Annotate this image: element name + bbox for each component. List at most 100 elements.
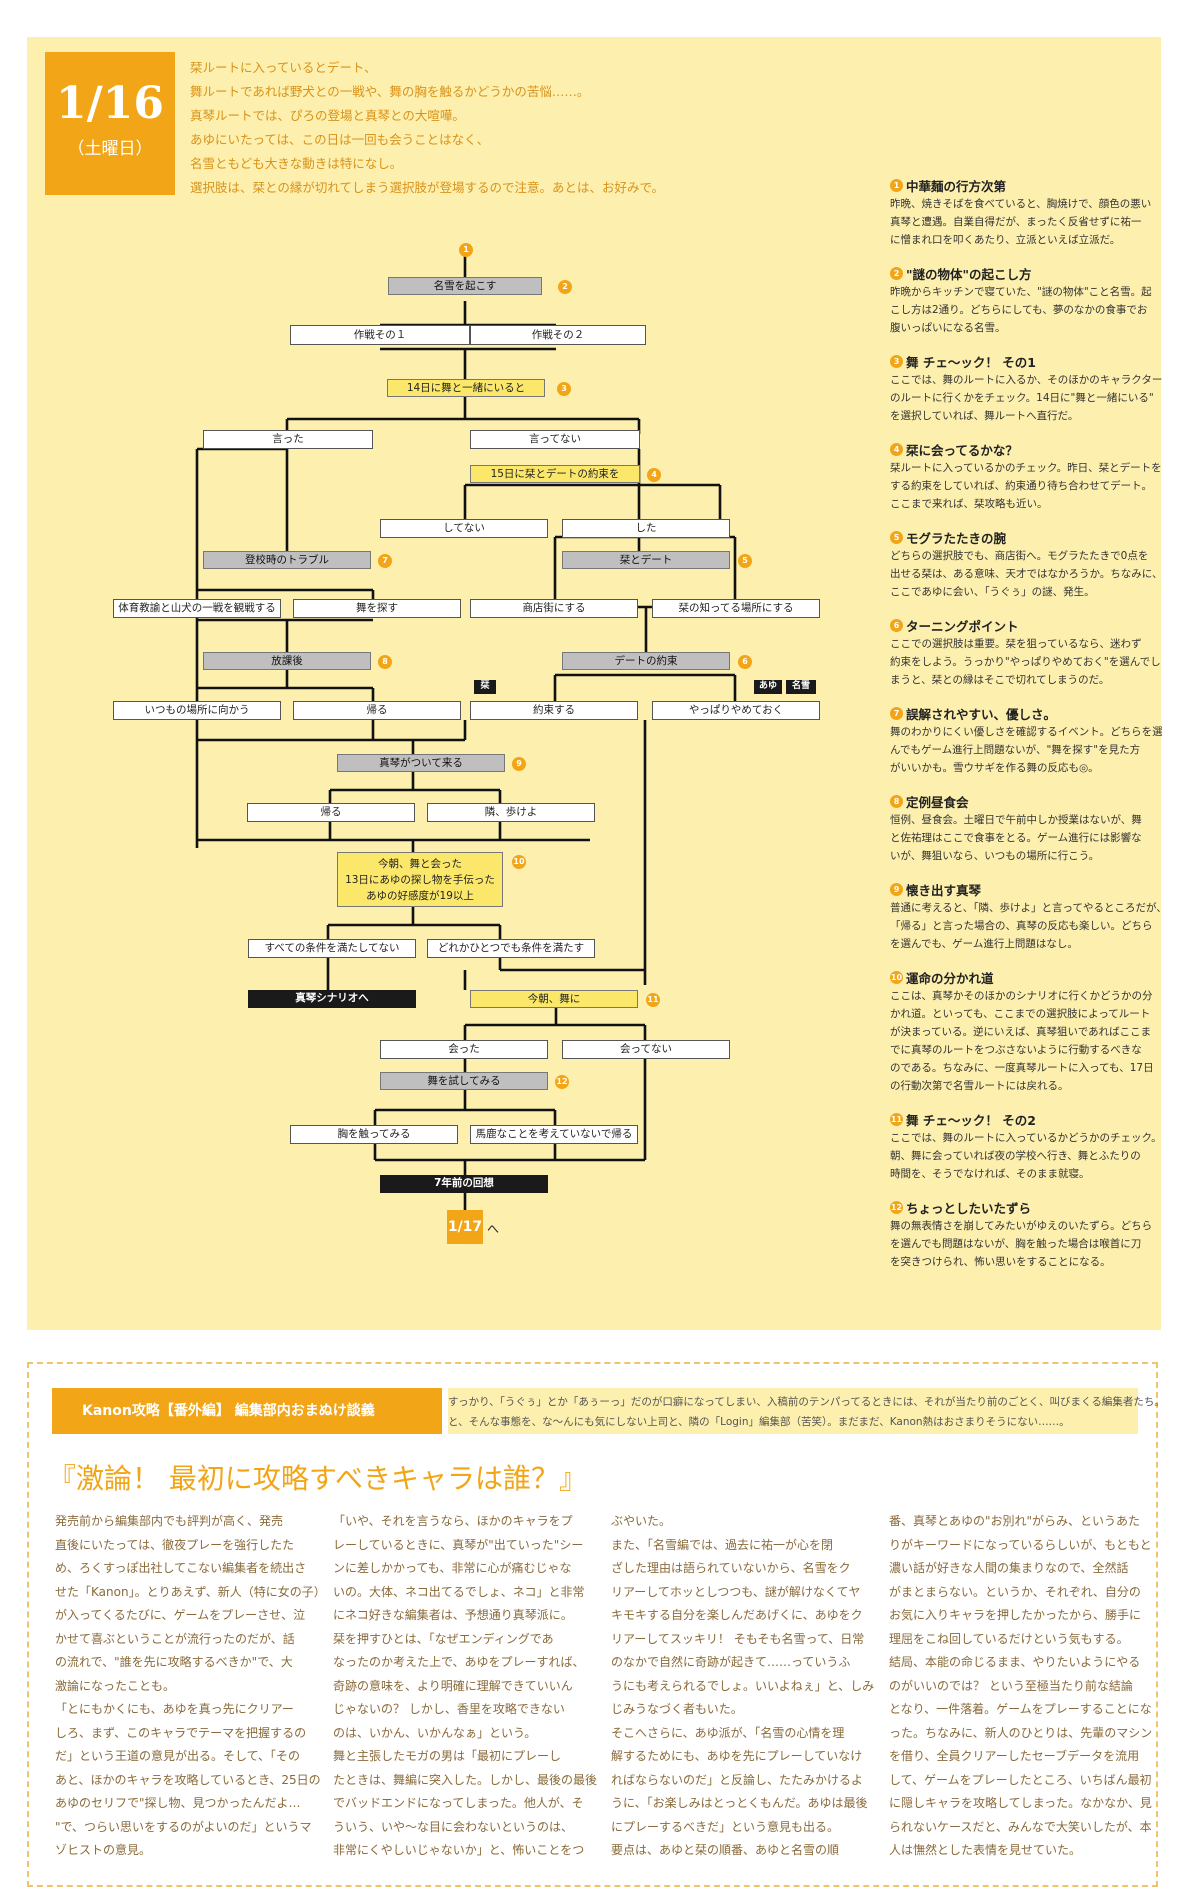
note-title-text: 中華麺の行方次第 (906, 179, 1007, 194)
note-body-line: 普通に考えると、「隣、歩けよ」と言ってやるところだが、 (890, 902, 1167, 914)
article-line: め、ろくすっぽ出社してこない編集者を続出さ (55, 1561, 307, 1575)
article-line: せた「Kanon」。とりあえず、新人（特に女の子） (55, 1584, 326, 1599)
lower-header: Kanon攻略【番外編】 編集部内おまぬけ談義 (52, 1388, 442, 1434)
article-line: 結局、本能の命じるまま、やりたいようにやる (889, 1655, 1141, 1669)
note-body-line: どちらの選択肢でも、商店街へ。モグラたたきで0点を (890, 550, 1149, 562)
article-line: 要点は、あゆと栞の順番、あゆと名雪の順 (611, 1843, 840, 1857)
note-body-line: 真琴と遭遇。自業自得だが、まったく反省せずに祐一 (890, 216, 1142, 228)
note-body-line: んでもゲーム進行上問題ないが、"舞を探す"を見た方 (890, 744, 1141, 756)
article-line: のなかで自然に奇跡が起きて……っていうふ (611, 1655, 851, 1669)
article-line: られないケースだと、みんなで大笑いしたが、本 (889, 1819, 1152, 1834)
date-weekday: （土曜日） (67, 139, 153, 159)
article-line: キモキする自分を楽しんだあげくに、あゆをク (611, 1608, 863, 1622)
article-line: 非常にくやしいじゃないか」と、怖いことをつ (333, 1843, 585, 1857)
article-line: ンに差しかかっても、非常に心が痛むじゃな (333, 1561, 572, 1575)
article-line: ざした理由は語られていないから、名雪をク (611, 1561, 851, 1575)
article-line: かせて喜ぶということが流行ったのだが、話 (55, 1631, 295, 1646)
note-title-text: 誤解されやすい、優しさ。 (906, 707, 1057, 722)
article-line: のは、いかん、いかんなぁ」という。 (333, 1725, 537, 1740)
note-body-line: する約束をしていれば、約束通り待ち合わせてデート。 (890, 480, 1152, 492)
article-line: りがキーワードになっているらしいが、もともと (889, 1537, 1152, 1552)
note-body: ここでは、舞のルートに入るか、そのほかのキャラクターのルートに行くかをチェック。… (890, 371, 1162, 425)
note-body-line: ここは、真琴かそのほかのシナリオに行くかどうかの分 (890, 990, 1153, 1002)
note-number-badge: 7 (890, 707, 903, 720)
note-body-line: を選んでも、ゲーム進行上問題はなし。 (890, 938, 1078, 950)
article-line: リアーしてスッキリ！ そもそも名雪って、日常 (611, 1631, 865, 1646)
note-number-badge: 12 (890, 1201, 903, 1214)
article-line: 発売前から編集部内でも評判が高く、発売 (55, 1514, 284, 1528)
note-body-line: 出せる栞は、ある意味、天才ではなかろうか。ちなみに、 (890, 568, 1163, 580)
note-title: 2"謎の物体"の起こし方 (890, 264, 1152, 283)
note-body: 普通に考えると、「隣、歩けよ」と言ってやるところだが、「帰る」と言った場合の、真… (890, 899, 1167, 953)
article-line: 奇跡の意味を、より明確に理解できていいん (333, 1678, 573, 1693)
article-line: じみうなづく者もいた。 (611, 1702, 743, 1716)
intro-text: 栞ルートに入っているとデート、 舞ルートであれば野犬との一戦や、舞の胸を触るかど… (190, 56, 710, 200)
article-line: "で、つらい思いをするのがよいのだ」というマ (55, 1819, 312, 1834)
note-body-line: 昨晩からキッチンで寝ていた、"謎の物体"こと名雪。起 (890, 286, 1152, 298)
note-title-text: 舞 チェ～ック！ その2 (906, 1113, 1036, 1128)
article-line: 激論になったことも。 (55, 1678, 176, 1693)
note-body-line: が決まっている。逆にいえば、真琴狙いであればここま (890, 1026, 1152, 1038)
note-body-line: ここでの選択肢は重要。栞を狙っているなら、迷わず (890, 638, 1142, 650)
article-line: 舞と主張したモガの男は「最初にプレーし (333, 1749, 562, 1763)
note-body-line: まうと、栞との縁はそこで切れてしまうのだ。 (890, 674, 1110, 686)
note-number-badge: 6 (890, 619, 903, 632)
article-line: そこへさらに、あゆ派が、「名雪の心情を理 (611, 1725, 845, 1740)
article-line: うに、「お楽しみはとっとくもんだ。あゆは最後 (611, 1796, 868, 1810)
article-line: を借り、全員クリアーしたセーブデータを流用 (889, 1749, 1140, 1763)
note-title-text: 舞 チェ～ック！ その1 (906, 355, 1036, 370)
note-body-line: 時間を、そうでなければ、そのまま就寝。 (890, 1168, 1090, 1180)
note-body: 恒例、昼食会。土曜日で午前中しか授業はないが、舞と佐祐理はここで食事をとる。ゲー… (890, 811, 1152, 865)
note-number-badge: 10 (890, 971, 903, 984)
note-body-line: 昨晩、焼きそばを食べていると、胸焼けで、顔色の悪い (890, 198, 1152, 210)
note-body-line: に憎まれ口を叩くあたり、立派といえば立派だ。 (890, 234, 1121, 246)
note-number-badge: 2 (890, 267, 903, 280)
note-body: ここは、真琴かそのほかのシナリオに行くかどうかの分かれ道。といっても、ここまでの… (890, 987, 1154, 1095)
article-column: 発売前から編集部内でも評判が高く、発売直後にいたっては、徹夜プレーを強行したため… (55, 1510, 326, 1863)
note-title-text: 定例昼食会 (906, 795, 969, 810)
article-line: のがいいのでは？ という至極当たり前な結論 (889, 1678, 1133, 1693)
article-line: った。ちなみに、新人のひとりは、先輩のマシン (889, 1725, 1153, 1740)
note-body: ここでは、舞のルートに入っているかどうかのチェック。朝、舞に会っていれば夜の学校… (890, 1129, 1162, 1183)
lower-section (27, 1362, 1158, 1887)
note-body-line: ここまで来れば、栞攻略も近い。 (890, 498, 1048, 510)
note-body: 昨晩、焼きそばを食べていると、胸焼けで、顔色の悪い真琴と遭遇。自業自得だが、まっ… (890, 195, 1152, 249)
note-body: 昨晩からキッチンで寝ていた、"謎の物体"こと名雪。起こし方は2通り。どちらにして… (890, 283, 1152, 337)
note-number-badge: 9 (890, 883, 903, 896)
article-line: レーしているときに、真琴が"出ていった"シー (333, 1537, 584, 1552)
lower-lead-line: と、そんな事態を、な～んにも気にしない上司と、隣の「Login」編集部（苦笑）。… (448, 1416, 1070, 1428)
note-body-line: を選択していれば、舞ルートへ直行だ。 (890, 410, 1079, 422)
article-line: でバッドエンドになってしまった。他人が、そ (333, 1796, 584, 1810)
article-line: ゾヒストの意見。 (55, 1843, 152, 1857)
article-line: 「とにもかくにも、あゆを真っ先にクリアー (55, 1702, 294, 1716)
note-number-badge: 5 (890, 531, 903, 544)
article-line: にネコ好きな編集者は、予想通り真琴派に。 (333, 1608, 573, 1622)
note-body-line: ここでは、舞のルートに入っているかどうかのチェック。 (890, 1132, 1162, 1144)
note-number-badge: 3 (890, 355, 903, 368)
article-line: ればならないのだ」と反論し、たたみかけるよ (611, 1772, 864, 1787)
note-body: 舞の無表情さを崩してみたいがゆえのいたずら。どちらを選んでも問題はないが、胸を触… (890, 1217, 1152, 1271)
intro-line: 名雪ともども大きな動きは特になし。 (190, 156, 403, 171)
article-line: リアーしてホッとしつつも、謎が解けなくてヤ (611, 1584, 861, 1599)
note-body-line: 約束をしよう。うっかり"やっぱりやめておく"を選んでし (890, 656, 1161, 668)
article-line: あと、ほかのキャラを攻略しているとき、25日の (55, 1772, 321, 1787)
article-line: 理屈をこね回しているだけという気もする。 (889, 1631, 1129, 1646)
note-body: ここでの選択肢は重要。栞を狙っているなら、迷わず約束をしよう。うっかり"やっぱり… (890, 635, 1161, 689)
article-line: 番、真琴とあゆの"お別れ"がらみ、というあた (889, 1514, 1141, 1528)
